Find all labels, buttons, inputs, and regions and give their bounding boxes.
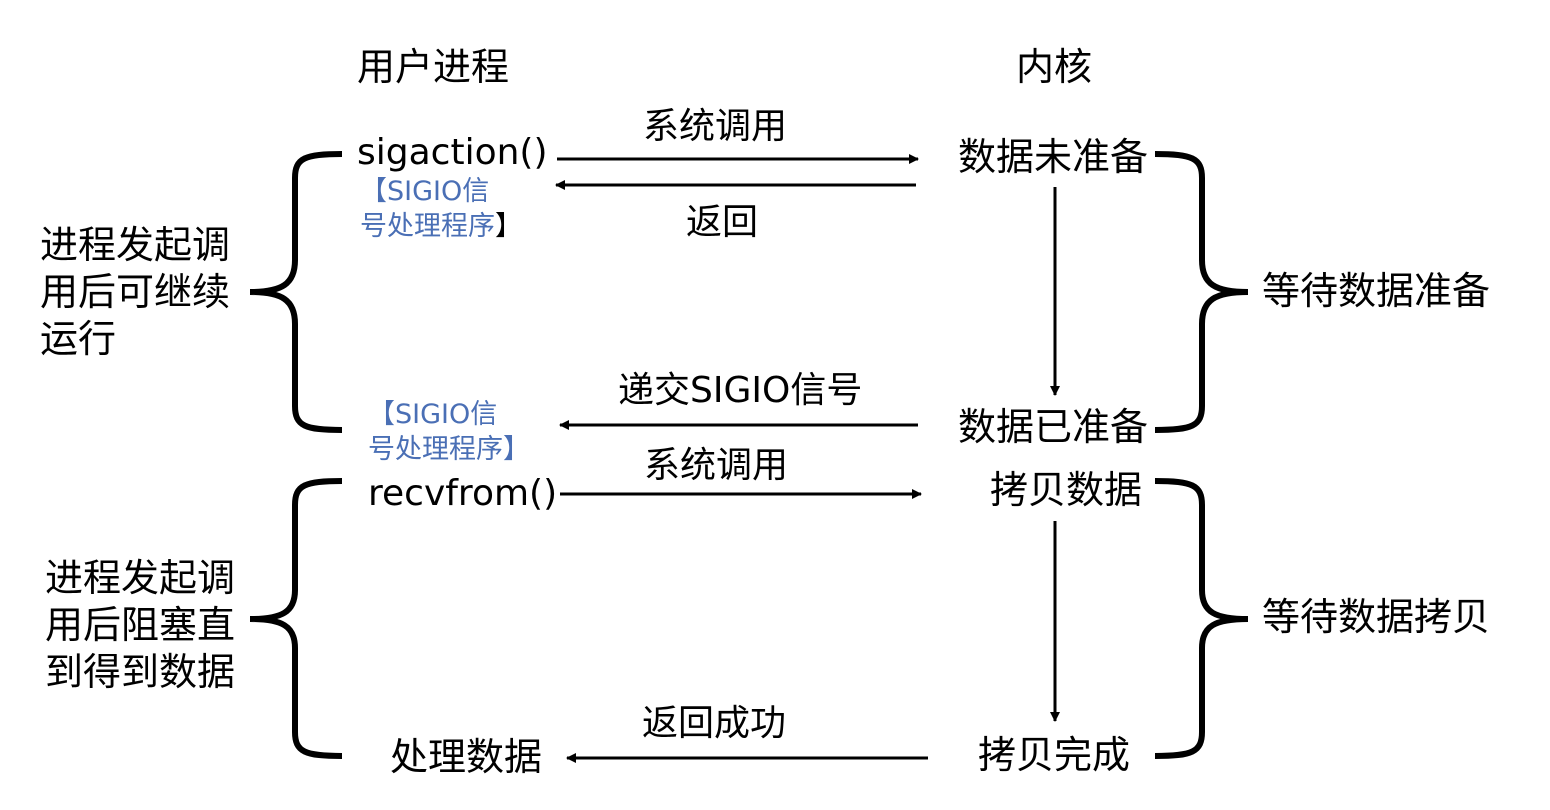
recvfrom-call: recvfrom() [368,473,558,514]
bracket-close: 】 [503,434,530,465]
bracket-open: 【 [360,176,387,207]
left-note-top: 进程发起调 用后可继续 运行 [40,223,231,361]
left-note-bottom: 进程发起调 用后阻塞直 到得到数据 [45,556,236,694]
kernel-data-not-ready: 数据未准备 [958,135,1149,179]
bracket-open: 【 [368,399,395,430]
handler-text-b: 号处理程序 [360,211,495,242]
handler-text-a: SIGIO信 [395,399,498,430]
right-brace-bottom [1154,478,1249,759]
left-brace-bottom [249,478,343,759]
handler-text-a: SIGIO信 [387,176,490,207]
kernel-copy-data: 拷贝数据 [990,468,1143,512]
header-kernel: 内核 [1016,45,1093,89]
bracket-close: 】 [495,211,522,242]
sigio-handler-1: 【SIGIO信号处理程序】 [360,174,522,244]
label-deliver-signal: 递交SIGIO信号 [618,370,863,411]
header-user-process: 用户进程 [357,45,510,89]
right-note-top: 等待数据准备 [1262,269,1491,313]
handler-text-b: 号处理程序 [368,434,503,465]
label-syscall-1: 系统调用 [643,106,788,147]
right-note-bottom: 等待数据拷贝 [1262,595,1491,639]
label-return-1: 返回 [686,202,759,243]
sigaction-call: sigaction() [357,132,548,173]
label-return-success: 返回成功 [642,703,787,744]
kernel-data-ready: 数据已准备 [958,405,1149,449]
left-brace-top [249,151,343,433]
kernel-copy-done: 拷贝完成 [978,733,1131,777]
sigio-handler-2: 【SIGIO信号处理程序】 [368,397,530,467]
right-brace-top [1154,151,1249,433]
label-syscall-2: 系统调用 [644,445,789,486]
process-data: 处理数据 [390,735,543,779]
